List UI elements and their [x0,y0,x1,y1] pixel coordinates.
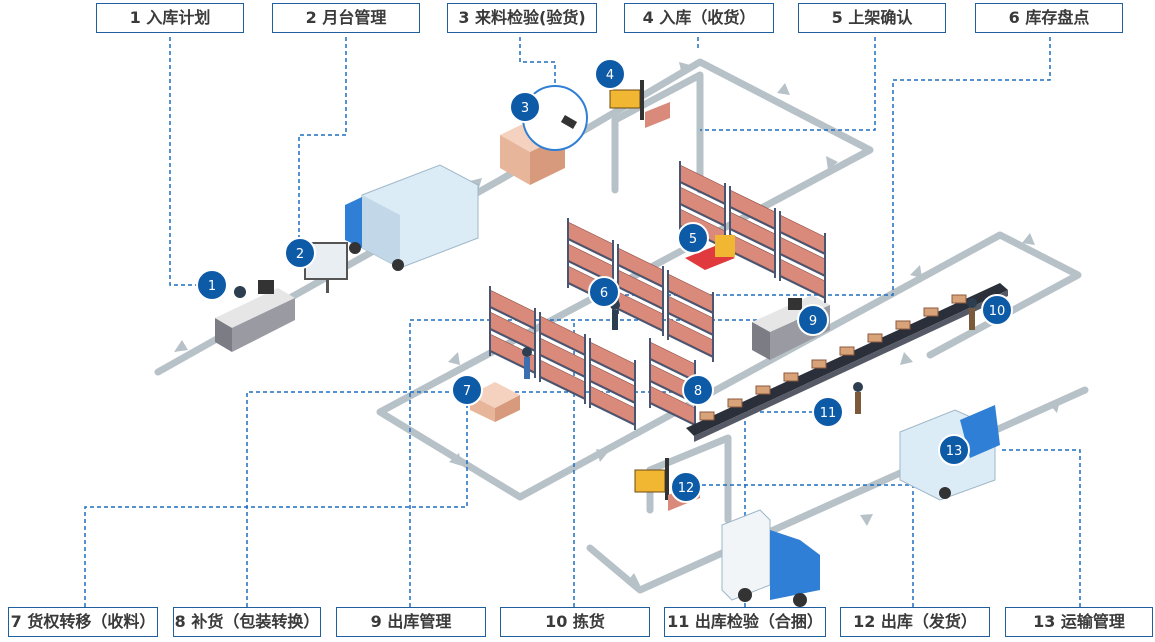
flow-paths [154,58,1089,594]
conveyor-box [699,411,715,421]
svg-text:9: 9 [809,314,817,329]
step-label-4: 4 入库（收货） [624,3,774,33]
step-badge-3: 3 [509,91,541,123]
storage-racks [489,161,826,430]
conveyor-box [923,307,939,317]
flow-arrow [448,352,460,365]
step-badge-12: 12 [670,471,702,503]
flow-arrow [626,573,640,585]
connector-7 [84,405,468,607]
step-badge-5: 5 [677,222,709,254]
svg-text:8: 8 [694,384,702,399]
flow-arrow [900,352,913,365]
step-badge-9: 9 [797,304,829,336]
outbound-conveyor [686,283,1008,442]
conveyor-box [727,398,743,408]
step-label-2: 2 月台管理 [272,3,420,33]
step-badge-4: 4 [594,58,626,90]
flow-arrow [910,265,922,278]
worker [969,308,975,330]
svg-text:12: 12 [678,481,695,496]
conveyor-box [839,346,855,356]
storage-rack [617,244,664,336]
conveyor-box [783,372,799,382]
step-badge-11: 11 [812,396,844,428]
outbound-truck-large [721,509,820,607]
crane-rail-path [611,71,704,194]
storage-rack [779,211,826,303]
step-label-12: 12 出库（发货） [840,607,990,637]
connector-5 [700,37,876,131]
worker [853,382,863,392]
svg-text:10: 10 [989,304,1006,319]
step-label-13: 13 运输管理 [1005,607,1153,637]
flow-arrow [860,514,873,526]
svg-text:13: 13 [946,444,963,459]
svg-text:3: 3 [521,101,529,116]
handheld-scanner-icon [560,115,578,129]
storage-rack [539,312,586,404]
svg-text:4: 4 [606,68,614,83]
inbound-desk [215,280,295,352]
connector-13 [1000,449,1081,607]
flow-arrow [1048,400,1060,413]
step-badge-10: 10 [981,294,1013,326]
worker [522,347,532,357]
inbound-truck [345,164,479,271]
connector-8 [246,391,697,607]
svg-text:6: 6 [600,286,608,301]
worker [524,357,530,379]
step-label-7: 7 货权转移（收料） [8,607,158,637]
step-label-10: 10 拣货 [500,607,650,637]
step-badge-1: 1 [196,269,228,301]
svg-text:1: 1 [208,279,216,294]
storage-rack [729,186,776,278]
step-badge-13: 13 [938,434,970,466]
step-badge-7: 7 [451,374,483,406]
connector-1 [169,37,200,286]
flow-arrow [174,340,188,352]
conveyor-box [867,333,883,343]
flow-arrow [826,156,838,170]
forklift-inbound [609,80,670,128]
flow-arrow [1022,233,1035,245]
step-label-1: 1 入库计划 [96,3,244,33]
svg-text:11: 11 [820,406,837,421]
worker [855,392,861,414]
step-label-6: 6 库存盘点 [975,3,1123,33]
worker [967,298,977,308]
step-badge-8: 8 [682,374,714,406]
step-label-11: 11 出库检验（合捆） [664,607,826,637]
storage-rack [667,270,714,362]
storage-rack [589,338,636,430]
flow-arrow [679,62,690,75]
conveyor-box [755,385,771,395]
flow-arrow [777,83,790,95]
storage-rack [679,161,726,253]
connector-3 [519,37,556,85]
step-label-5: 5 上架确认 [798,3,946,33]
step-label-8: 8 补货（包装转换） [173,607,321,637]
connector-2 [298,37,347,240]
conveyor-box [895,320,911,330]
worker [612,310,618,330]
svg-text:2: 2 [296,247,304,262]
svg-text:5: 5 [689,232,697,247]
flow-arrow [449,453,462,466]
svg-text:7: 7 [463,384,471,399]
step-badge-2: 2 [284,237,316,269]
conveyor-box [951,294,967,304]
connector-6 [622,37,1051,296]
conveyor-box [811,359,827,369]
forklift-putaway [685,235,735,270]
step-label-3: 3 来料检验(验货) [447,3,597,33]
step-badge-6: 6 [588,276,620,308]
flow-arrow [596,449,609,462]
step-label-9: 9 出库管理 [336,607,486,637]
